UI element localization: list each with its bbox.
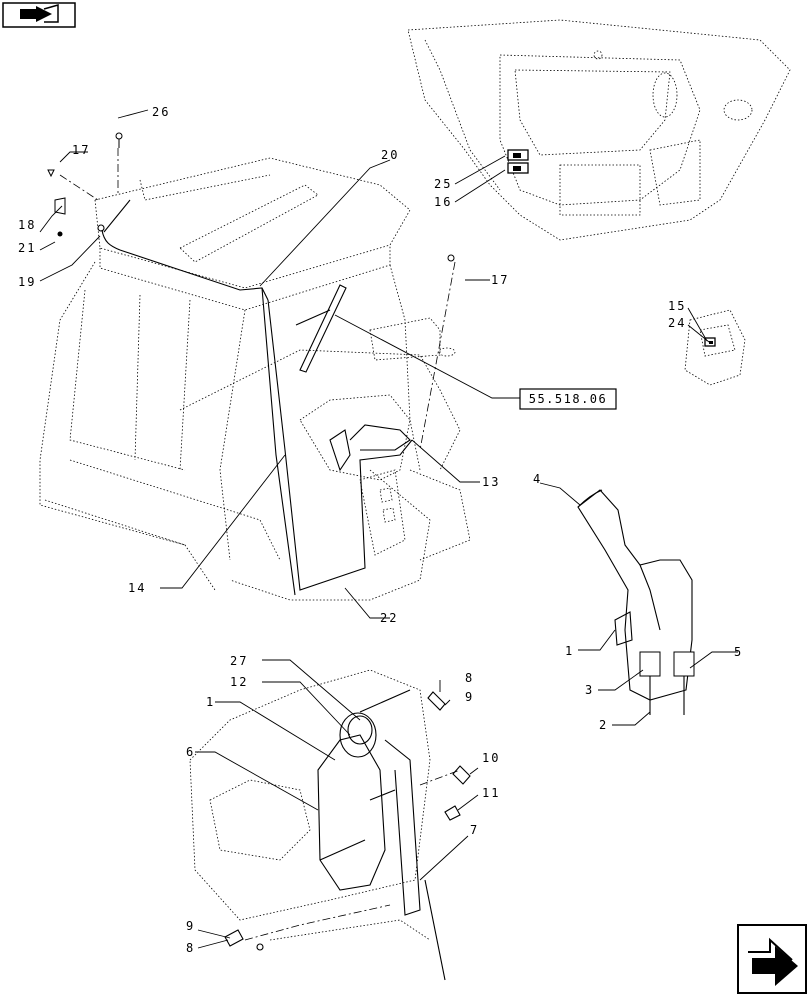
next-page-arrow-icon[interactable] [737,924,807,994]
callout-16: 16 [434,195,452,209]
callout-12: 12 [230,675,248,689]
reference-box[interactable]: 55.518.06 [519,388,617,410]
callout-6: 6 [186,745,195,759]
reference-label: 55.518.06 [529,392,608,406]
callout-14: 14 [128,581,146,595]
control-panel-illustration [407,19,791,241]
callout-11: 11 [482,786,500,800]
callout-2: 2 [599,718,608,732]
callout-4: 4 [533,472,542,486]
callout-10: 10 [482,751,500,765]
callout-24: 24 [668,316,686,330]
callout-9: 9 [465,690,474,704]
callout-8: 8 [186,941,195,955]
callout-17: 17 [491,273,509,287]
leader-lines [39,109,738,949]
callout-17: 17 [72,143,90,157]
book-pointer-icon[interactable] [2,2,76,28]
callout-1: 1 [565,644,574,658]
callout-3: 3 [585,683,594,697]
washer-tank-illustration [189,669,471,981]
callout-19: 19 [18,275,36,289]
callout-25: 25 [434,177,452,191]
cab-illustration [39,157,471,601]
callout-18: 18 [18,218,36,232]
callout-1: 1 [206,695,215,709]
callout-7: 7 [470,823,479,837]
callout-labels: 26 17 18 21 19 20 17 25 16 15 24 13 14 2… [18,105,743,955]
callout-5: 5 [734,645,743,659]
callout-22: 22 [380,611,398,625]
callout-27: 27 [230,654,248,668]
washer-pump-illustration [577,489,695,715]
callout-9: 9 [186,919,195,933]
callout-8: 8 [465,671,474,685]
switch-panel-illustration [684,309,746,386]
callout-15: 15 [668,299,686,313]
callout-20: 20 [381,148,399,162]
fastener-icons [47,132,455,262]
wiring-harness [97,199,413,596]
callout-13: 13 [482,475,500,489]
callout-21: 21 [18,241,36,255]
callout-26: 26 [152,105,170,119]
